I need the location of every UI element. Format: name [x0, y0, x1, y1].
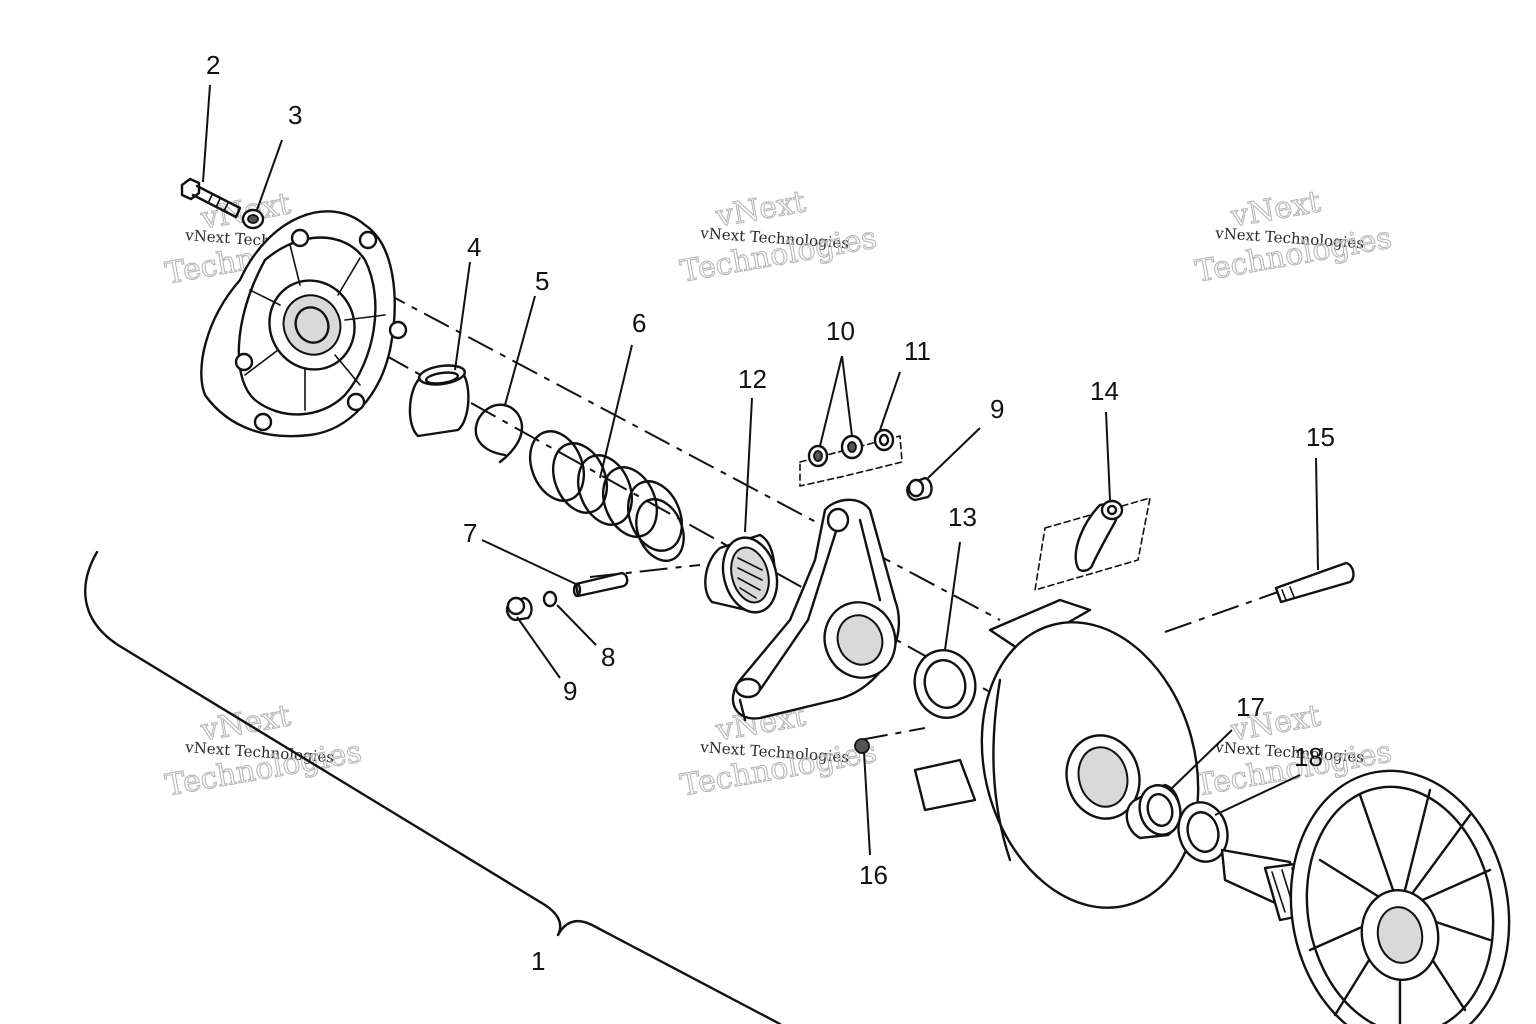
part-roller-kit — [799, 428, 903, 487]
part-set-screw — [854, 738, 870, 754]
callout-5: 5 — [535, 266, 549, 296]
part-spring — [528, 430, 685, 562]
part-snap-ring — [474, 403, 524, 464]
part-cover-plate — [200, 210, 408, 438]
callout-9-upper: 9 — [990, 394, 1004, 424]
callout-12: 12 — [738, 364, 767, 394]
callout-4: 4 — [467, 232, 481, 262]
part-o-ring — [542, 590, 558, 608]
callout-15: 15 — [1306, 422, 1335, 452]
callout-labels: 1 2 3 4 5 6 7 8 9 9 10 11 12 13 14 15 16… — [206, 50, 1335, 976]
callout-1: 1 — [531, 946, 545, 976]
part-button-lower — [505, 596, 533, 622]
part-washer — [241, 208, 265, 230]
leader-lines — [202, 84, 1319, 856]
callout-13: 13 — [948, 502, 977, 532]
callout-6: 6 — [632, 308, 646, 338]
part-bolt — [180, 177, 242, 219]
callout-11: 11 — [904, 336, 931, 366]
callout-16: 16 — [859, 860, 888, 890]
part-pivot-pin — [1274, 561, 1355, 604]
part-moveable-sheave — [913, 598, 1200, 909]
part-button-upper — [906, 476, 933, 502]
part-weight — [1034, 497, 1151, 591]
callout-18: 18 — [1294, 742, 1323, 772]
callout-3: 3 — [288, 100, 302, 130]
part-pin — [572, 571, 629, 598]
part-roller — [704, 533, 779, 614]
watermark-bottom-left: vNext vNext Technologies Technologies — [162, 698, 365, 804]
part-spider-arm — [731, 498, 901, 722]
watermark-top-right: vNext vNext Technologies Technologies — [1192, 184, 1395, 290]
callout-10: 10 — [826, 316, 855, 346]
callout-2: 2 — [206, 50, 220, 80]
assembly-brace — [84, 550, 782, 1024]
part-washer-ring — [913, 649, 977, 719]
part-bushing — [408, 364, 470, 438]
part-fixed-sheave — [1220, 769, 1511, 1024]
callout-17: 17 — [1236, 692, 1265, 722]
callout-9-lower: 9 — [563, 676, 577, 706]
part-bushing-small — [1125, 783, 1182, 840]
callout-14: 14 — [1090, 376, 1119, 406]
callout-7: 7 — [463, 518, 477, 548]
part-washer-large — [1177, 801, 1229, 863]
watermark-top-center: vNext vNext Technologies Technologies — [677, 184, 880, 290]
callout-8: 8 — [601, 642, 615, 672]
